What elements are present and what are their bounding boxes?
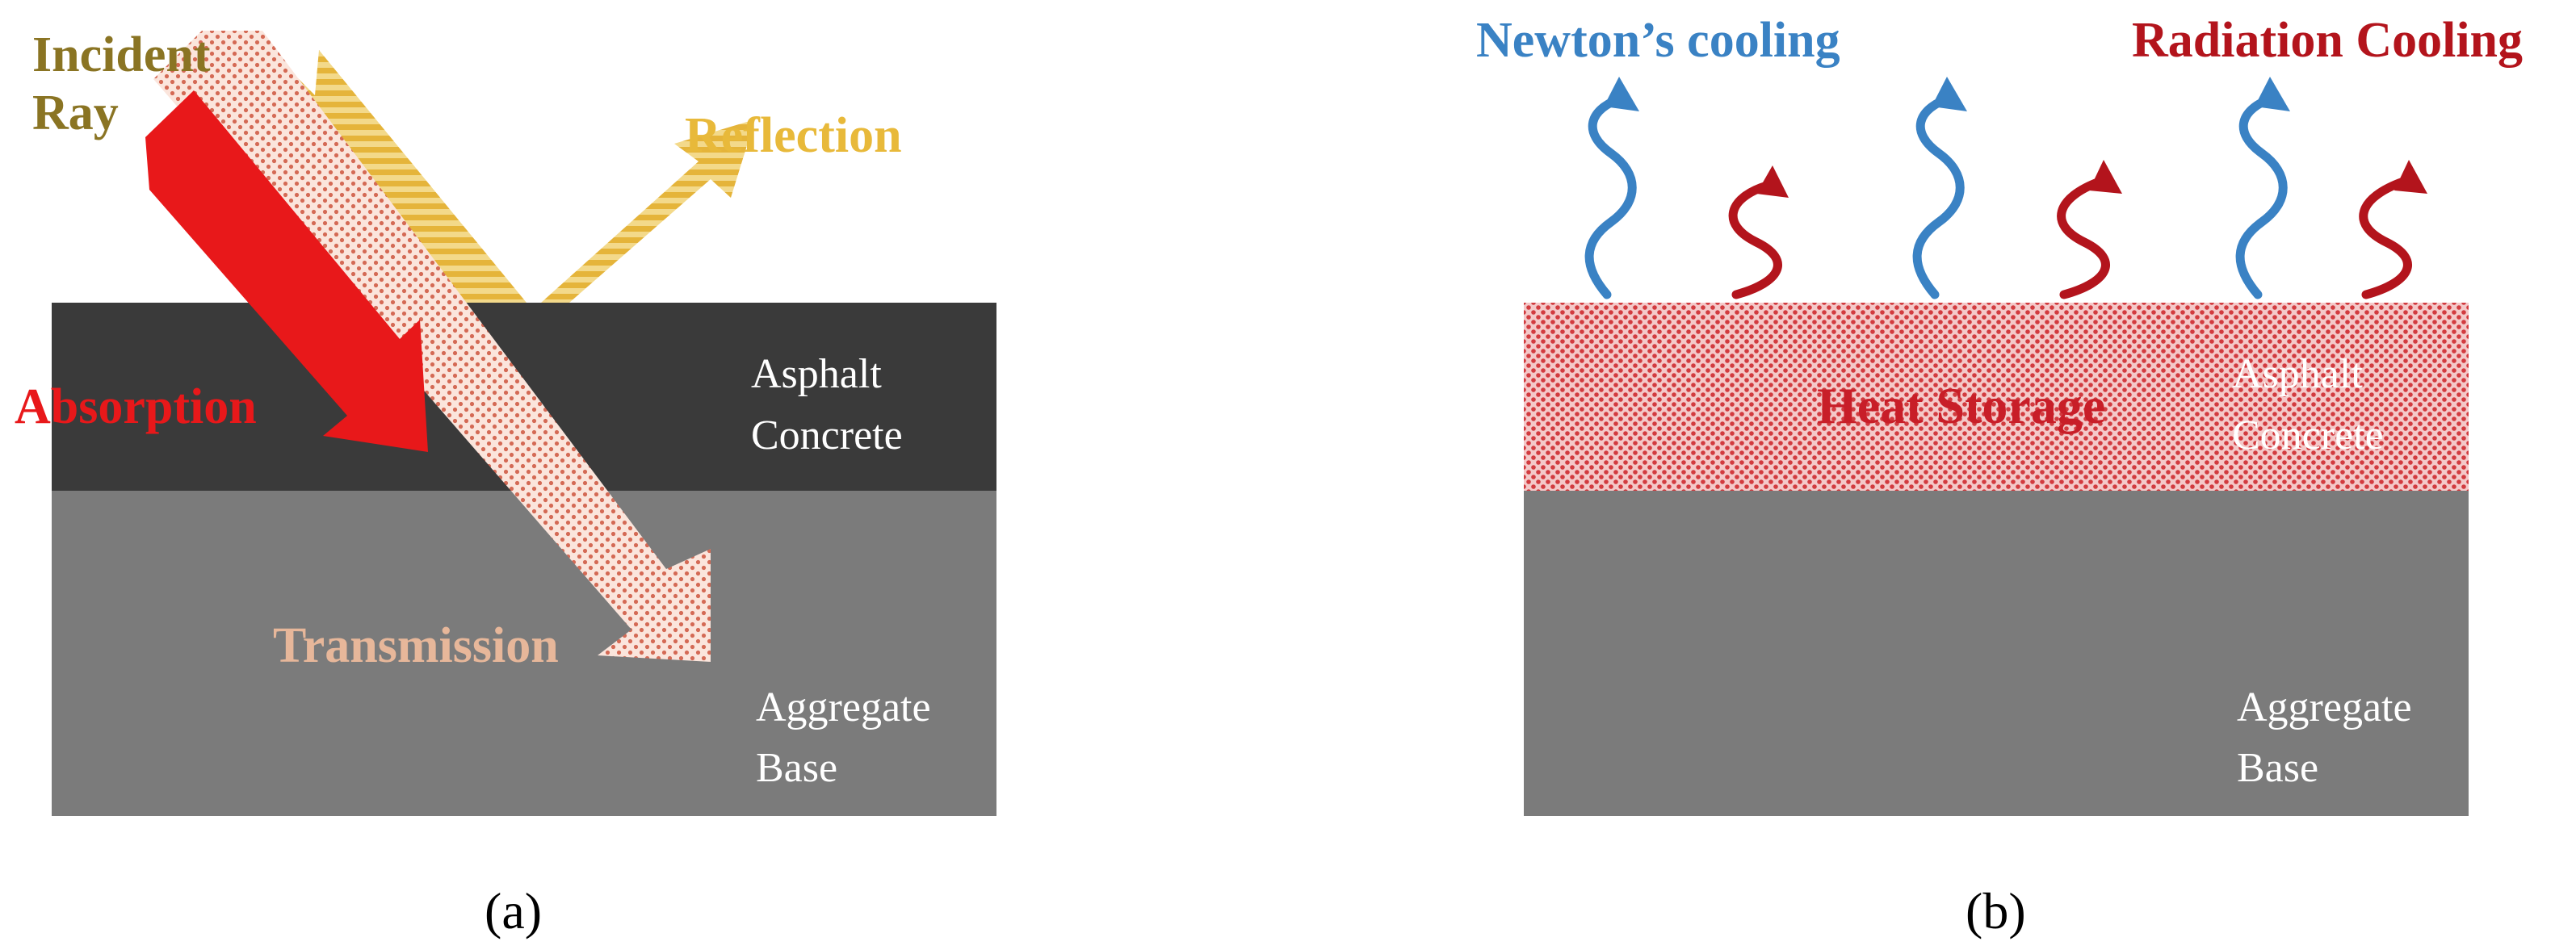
panel-b: Newton’s cooling Radiation Cooling Heat …: [1476, 13, 2523, 940]
aggregate-label-b-line2: Base: [2237, 745, 2318, 791]
incident-ray-hatched: [258, 47, 527, 303]
panel-a: Incident Ray Reflection Absorption Trans…: [15, 27, 996, 940]
newton-cooling-waves: [1584, 92, 2288, 299]
transmission-arrow: [153, 31, 711, 662]
incident-label-line2: Ray: [32, 86, 119, 140]
newton-wave-1: [1584, 92, 1637, 299]
arrow-up-icon: [2255, 77, 2290, 111]
caption-b: (b): [1966, 882, 2026, 940]
newton-wave-2: [1912, 92, 1965, 299]
asphalt-label-b-line1: Asphalt: [2232, 351, 2363, 397]
aggregate-label-b-line1: Aggregate: [2237, 684, 2412, 730]
radiation-wave-1: [1728, 181, 1782, 299]
radiation-cooling-waves: [1728, 177, 2412, 299]
aggregate-layer-a: [52, 491, 996, 816]
aggregate-layer-b: [1524, 491, 2469, 816]
arrow-up-icon: [1604, 77, 1639, 111]
arrow-up-icon: [2089, 160, 2122, 194]
asphalt-label-a-line1: Asphalt: [751, 351, 882, 397]
arrow-up-icon: [1932, 77, 1967, 111]
reflection-label: Reflection: [685, 108, 902, 163]
heat-storage-label: Heat Storage: [1817, 377, 2105, 434]
radiation-cooling-label: Radiation Cooling: [2132, 13, 2523, 68]
aggregate-label-a-line2: Base: [756, 745, 837, 791]
transmission-label: Transmission: [273, 618, 559, 673]
radiation-wave-2: [2057, 177, 2110, 299]
absorption-label: Absorption: [15, 379, 257, 434]
arrow-up-icon: [1756, 165, 1789, 198]
arrow-up-icon: [2394, 160, 2427, 194]
reflection-arrow: [541, 119, 755, 303]
newton-arrowheads: [1604, 77, 2290, 111]
absorption-arrow: [145, 90, 428, 452]
asphalt-label-b-line2: Concrete: [2232, 412, 2384, 458]
asphalt-label-a-line2: Concrete: [751, 412, 903, 458]
radiation-arrowheads: [1756, 160, 2427, 198]
newton-cooling-label: Newton’s cooling: [1476, 13, 1840, 68]
incident-label-line1: Incident: [32, 27, 211, 82]
radiation-wave-3: [2359, 177, 2412, 299]
caption-a: (a): [485, 882, 542, 940]
aggregate-label-a-line1: Aggregate: [756, 684, 931, 730]
heat-storage-layer: [1524, 303, 2469, 491]
newton-wave-3: [2235, 92, 2288, 299]
